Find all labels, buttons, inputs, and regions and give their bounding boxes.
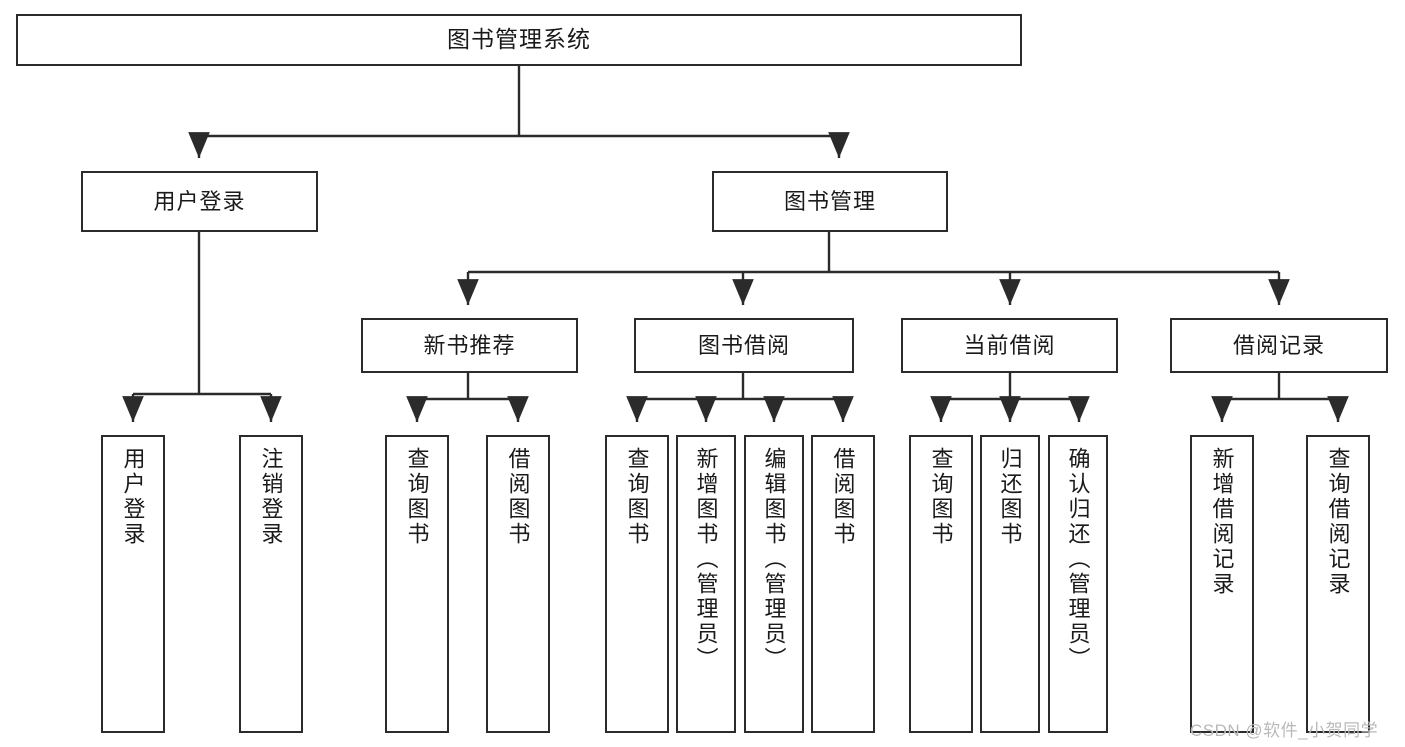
node-label: 借阅记录 bbox=[1232, 332, 1325, 358]
csdn-watermark: CSDN @软件_小贺同学 bbox=[1190, 721, 1379, 740]
leaf-node-return-book[interactable]: 归还图书 bbox=[980, 435, 1040, 733]
node-book-management-system[interactable]: 图书管理系统 bbox=[16, 14, 1022, 66]
node-label: 确认归还（管理员） bbox=[1065, 447, 1091, 672]
node-label: 新书推荐 bbox=[423, 332, 516, 358]
node-label: 查询图书 bbox=[404, 447, 430, 547]
leaf-node-user-login[interactable]: 用户登录 bbox=[101, 435, 165, 733]
node-label: 用户登录 bbox=[153, 188, 246, 214]
node-label: 编辑图书（管理员） bbox=[761, 447, 787, 672]
node-label: 借阅图书 bbox=[830, 447, 856, 547]
leaf-node-query-book-borrow[interactable]: 查询图书 bbox=[605, 435, 669, 733]
node-label: 用户登录 bbox=[120, 447, 146, 547]
leaf-node-query-book-recommend[interactable]: 查询图书 bbox=[385, 435, 449, 733]
node-book-borrow[interactable]: 图书借阅 bbox=[634, 318, 854, 373]
node-label: 新增图书（管理员） bbox=[693, 447, 719, 672]
leaf-node-borrow-book-recommend[interactable]: 借阅图书 bbox=[486, 435, 550, 733]
node-label: 查询图书 bbox=[624, 447, 650, 547]
node-label: 当前借阅 bbox=[963, 332, 1056, 358]
node-new-book-recommend[interactable]: 新书推荐 bbox=[361, 318, 578, 373]
node-label: 查询借阅记录 bbox=[1325, 447, 1351, 597]
node-label: 查询图书 bbox=[928, 447, 954, 547]
node-current-borrow[interactable]: 当前借阅 bbox=[901, 318, 1118, 373]
node-label: 注销登录 bbox=[258, 447, 284, 547]
node-label: 归还图书 bbox=[997, 447, 1023, 547]
node-label: 图书借阅 bbox=[697, 332, 790, 358]
leaf-node-edit-book-admin[interactable]: 编辑图书（管理员） bbox=[744, 435, 804, 733]
node-label: 新增借阅记录 bbox=[1209, 447, 1235, 597]
leaf-node-logout-login[interactable]: 注销登录 bbox=[239, 435, 303, 733]
leaf-node-borrow-book[interactable]: 借阅图书 bbox=[811, 435, 875, 733]
leaf-node-add-book-admin[interactable]: 新增图书（管理员） bbox=[676, 435, 736, 733]
node-label: 借阅图书 bbox=[505, 447, 531, 547]
leaf-node-query-book-current[interactable]: 查询图书 bbox=[909, 435, 973, 733]
leaf-node-confirm-return-admin[interactable]: 确认归还（管理员） bbox=[1048, 435, 1108, 733]
node-label: 图书管理 bbox=[783, 188, 876, 214]
node-borrow-record[interactable]: 借阅记录 bbox=[1170, 318, 1388, 373]
leaf-node-query-borrow-record[interactable]: 查询借阅记录 bbox=[1306, 435, 1370, 733]
node-user-login[interactable]: 用户登录 bbox=[81, 171, 318, 232]
node-book-management[interactable]: 图书管理 bbox=[712, 171, 948, 232]
node-label: 图书管理系统 bbox=[447, 26, 591, 53]
leaf-node-add-borrow-record[interactable]: 新增借阅记录 bbox=[1190, 435, 1254, 733]
